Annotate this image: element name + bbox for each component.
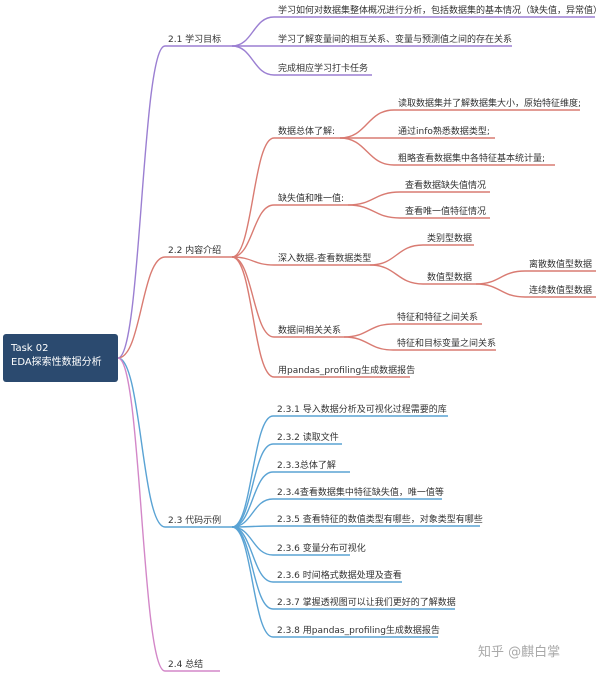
connector-root-summary — [117, 357, 166, 672]
connector-overview-1 — [339, 109, 395, 139]
content-relations-label[interactable]: 数据间相关关系 — [278, 326, 342, 336]
types-categorical[interactable]: 类别型数据 — [427, 234, 473, 244]
content-missing-label[interactable]: 缺失值和唯一值: — [278, 194, 345, 204]
connector-content-3 — [231, 256, 275, 266]
numeric-item-discrete[interactable]: 离散数值型数据 — [529, 260, 593, 270]
content-types-label[interactable]: 深入数据-查看数据类型 — [278, 254, 372, 264]
code-item-9[interactable]: 2.3.8 用pandas_profiling生成数据报告 — [277, 626, 440, 636]
connector-code-3 — [231, 471, 274, 528]
branch-code-label[interactable]: 2.3 代码示例 — [168, 516, 222, 526]
code-item-1[interactable]: 2.3.1 导入数据分析及可视化过程需要的库 — [277, 405, 447, 415]
relations-item-2[interactable]: 特征和目标变量之间关系 — [397, 339, 497, 349]
branch-goals-label[interactable]: 2.1 学习目标 — [168, 35, 222, 45]
numeric-item-continuous[interactable]: 连续数值型数据 — [529, 286, 593, 296]
connector-numeric-2 — [475, 283, 526, 298]
code-item-6[interactable]: 2.3.6 变量分布可视化 — [277, 544, 366, 554]
code-item-2[interactable]: 2.3.2 读取文件 — [277, 433, 339, 443]
code-item-4[interactable]: 2.3.4查看数据集中特征缺失值，唯一值等 — [277, 488, 444, 498]
watermark: 知乎 @麒白掌 — [478, 645, 561, 660]
goal-item-1[interactable]: 学习如何对数据集整体概况进行分析，包括数据集的基本情况（缺失值，异常值） — [278, 6, 600, 16]
connector-content-1 — [231, 137, 275, 258]
types-numeric-label[interactable]: 数值型数据 — [427, 273, 473, 283]
connector-relations-1 — [343, 323, 394, 338]
root-title: Task 02 — [11, 343, 49, 354]
goal-item-3[interactable]: 完成相应学习打卡任务 — [278, 64, 369, 74]
connector-numeric-1 — [475, 270, 526, 285]
connector-root-content — [117, 256, 166, 359]
connector-missing-1 — [347, 191, 401, 206]
root-node[interactable]: Task 02 EDA探索性数据分析 — [3, 334, 118, 382]
code-item-5[interactable]: 2.3.5 查看特征的数值类型有哪些，对象类型有哪些 — [277, 515, 483, 525]
connector-types-1 — [369, 244, 424, 266]
connector-goal-1 — [231, 16, 275, 47]
connector-root-goals — [117, 45, 166, 359]
content-overview-label[interactable]: 数据总体了解: — [278, 127, 336, 137]
connector-content-2 — [231, 204, 275, 258]
code-item-7[interactable]: 2.3.6 时间格式数据处理及查看 — [277, 571, 402, 581]
connector-code-4 — [231, 498, 274, 528]
code-item-3[interactable]: 2.3.3总体了解 — [277, 461, 336, 471]
connector-root-code — [117, 357, 166, 528]
branch-summary-label[interactable]: 2.4 总结 — [168, 660, 204, 670]
missing-item-2[interactable]: 查看唯一值特征情况 — [405, 207, 487, 217]
overview-item-1[interactable]: 读取数据集并了解数据集大小，原始特征维度; — [398, 99, 582, 109]
branch-content-label[interactable]: 2.2 内容介绍 — [168, 246, 222, 256]
connector-relations-2 — [343, 336, 394, 351]
connector-content-4 — [231, 256, 275, 338]
root-subtitle: EDA探索性数据分析 — [11, 357, 102, 368]
overview-item-3[interactable]: 粗略查看数据集中各特征基本统计量; — [398, 154, 546, 164]
connector-code-2 — [231, 443, 274, 528]
connector-code-8 — [231, 526, 274, 610]
content-profiling-label[interactable]: 用pandas_profiling生成数据报告 — [278, 366, 416, 376]
connector-overview-3 — [339, 137, 395, 166]
goal-item-2[interactable]: 学习了解变量间的相互关系、变量与预测值之间的存在关系 — [278, 35, 513, 45]
overview-item-2[interactable]: 通过info熟悉数据类型; — [398, 127, 490, 137]
connector-missing-2 — [347, 204, 401, 219]
connector-content-5 — [231, 256, 275, 378]
missing-item-1[interactable]: 查看数据缺失值情况 — [405, 181, 487, 191]
connector-types-2 — [369, 264, 424, 285]
code-item-8[interactable]: 2.3.7 掌握透视图可以让我们更好的了解数据 — [277, 598, 456, 608]
relations-item-1[interactable]: 特征和特征之间关系 — [397, 313, 479, 323]
connector-code-9 — [231, 526, 274, 638]
connector-code-1 — [231, 415, 274, 528]
connector-goal-3 — [231, 45, 275, 76]
